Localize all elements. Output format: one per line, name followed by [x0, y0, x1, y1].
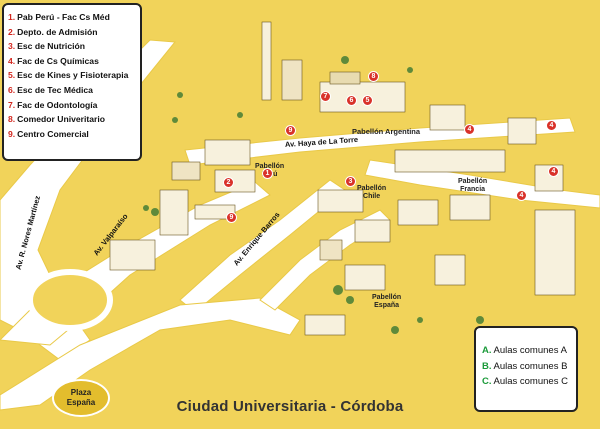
aulas-label: Aulas comunes B	[493, 360, 568, 372]
pavilion-francia-line2: Francia	[460, 186, 486, 193]
aulas-label: Aulas comunes C	[493, 376, 568, 387]
marker-2[interactable]: 2	[223, 177, 234, 188]
legend-number: 9.	[8, 128, 16, 139]
legend-label: Fac de Odontología	[17, 99, 98, 110]
building-tower	[261, 21, 272, 101]
pavilion-peru-line1: Pabellón	[255, 163, 285, 170]
legend-number: 4.	[8, 55, 16, 66]
marker-4c[interactable]: 4	[516, 190, 527, 201]
pavilion-chile-label: Pabellón Chile	[357, 185, 386, 201]
marker-8[interactable]: 8	[368, 71, 379, 82]
legend-label: Esc de Nutrición	[17, 41, 85, 52]
building-west-2	[214, 169, 256, 193]
legend-label: Depto. de Admisión	[17, 26, 98, 37]
aulas-item-c[interactable]: C.Aulas comunes C	[482, 374, 570, 390]
building-east-tall	[534, 209, 576, 296]
aulas-item-a[interactable]: A.Aulas comunes A	[482, 343, 570, 359]
aulas-letter: C.	[482, 376, 492, 387]
plaza-line1: Plaza	[70, 388, 92, 397]
marker-4d[interactable]: 4	[464, 124, 475, 135]
building-long-east	[394, 149, 506, 173]
buildings	[109, 21, 576, 336]
marker-9a[interactable]: 9	[285, 125, 296, 136]
aulas-letter: B.	[482, 360, 492, 372]
legend-number: 7.	[8, 99, 16, 110]
marker-4a[interactable]: 4	[546, 120, 557, 131]
marker-4b[interactable]: 4	[548, 166, 559, 177]
building-center-2	[319, 239, 343, 261]
marker-6[interactable]: 6	[346, 95, 357, 106]
legend-item-5[interactable]: 5.Esc de Kines y Fisioterapia	[8, 68, 136, 83]
building-east-4	[449, 194, 491, 221]
pavilion-francia-line1: Pabellón	[458, 178, 488, 185]
legend-item-6[interactable]: 6.Esc de Tec Médica	[8, 83, 136, 98]
legend-label: Esc de Kines y Fisioterapia	[17, 70, 129, 81]
plaza-line2: España	[66, 398, 96, 407]
building-espana	[344, 264, 386, 291]
legend-faculties: 1.Pab Perú - Fac Cs Méd 2.Depto. de Admi…	[2, 3, 142, 161]
legend-label: Pab Perú - Fac Cs Méd	[17, 12, 110, 22]
legend-item-7[interactable]: 7.Fac de Odontología	[8, 98, 136, 113]
pavilion-espana-line1: Pabellón	[372, 294, 402, 301]
marker-7[interactable]: 7	[320, 91, 331, 102]
building-peru	[204, 139, 251, 166]
legend-number: 6.	[8, 84, 16, 95]
marker-5[interactable]: 5	[362, 95, 373, 106]
legend-item-2[interactable]: 2.Depto. de Admisión	[8, 25, 136, 40]
aulas-label: Aulas comunes A	[493, 345, 567, 356]
legend-item-3[interactable]: 3.Esc de Nutrición	[8, 39, 136, 54]
pavilion-espana-label: Pabellón España	[372, 294, 401, 310]
building-east-5	[434, 254, 466, 286]
legend-label: Comedor Univeritario	[17, 114, 106, 125]
building-church	[304, 314, 346, 336]
marker-9b[interactable]: 9	[226, 212, 237, 223]
legend-number: 1.	[8, 12, 16, 22]
building-east-2	[507, 117, 537, 145]
legend-item-8[interactable]: 8.Comedor Univeritario	[8, 112, 136, 127]
building-west-1	[171, 161, 201, 181]
roundabout	[27, 269, 113, 331]
map-title: Ciudad Universitaria - Córdoba	[176, 398, 404, 415]
legend-number: 2.	[8, 26, 16, 37]
legend-label: Esc de Tec Médica	[17, 84, 93, 95]
aulas-item-b[interactable]: B.Aulas comunes B	[482, 359, 570, 375]
building-block	[281, 59, 303, 101]
pavilion-chile-line1: Pabellón	[357, 185, 387, 192]
legend-item-1[interactable]: 1.Pab Perú - Fac Cs Méd	[8, 10, 136, 25]
legend-item-4[interactable]: 4.Fac de Cs Químicas	[8, 54, 136, 69]
legend-number: 3.	[8, 41, 16, 52]
legend-item-9[interactable]: 9.Centro Comercial	[8, 127, 136, 142]
marker-1[interactable]: 1	[262, 168, 273, 179]
building-west-3	[159, 189, 189, 236]
legend-aulas: A.Aulas comunes A B.Aulas comunes B C.Au…	[474, 326, 578, 412]
building-west-4	[194, 204, 236, 220]
pavilion-francia-label: Pabellón Francia	[458, 178, 487, 194]
legend-label: Fac de Cs Químicas	[17, 55, 99, 66]
road-lower	[0, 297, 301, 411]
building-east-1	[429, 104, 466, 131]
legend-number: 8.	[8, 114, 16, 125]
pavilion-argentina-label: Pabellón Argentina	[352, 127, 421, 136]
trees	[143, 56, 484, 334]
building-chile	[317, 189, 364, 213]
legend-number: 5.	[8, 70, 16, 81]
building-central	[354, 219, 391, 243]
building-roof	[329, 71, 361, 85]
marker-3[interactable]: 3	[345, 176, 356, 187]
legend-label: Centro Comercial	[17, 128, 89, 139]
pavilion-espana-line2: España	[374, 302, 400, 309]
aulas-letter: A.	[482, 345, 492, 356]
building-francia	[397, 199, 439, 226]
pavilion-chile-line2: Chile	[363, 193, 381, 200]
plaza-espana[interactable]: Plaza España	[52, 379, 110, 417]
building-valparaiso	[109, 239, 156, 271]
